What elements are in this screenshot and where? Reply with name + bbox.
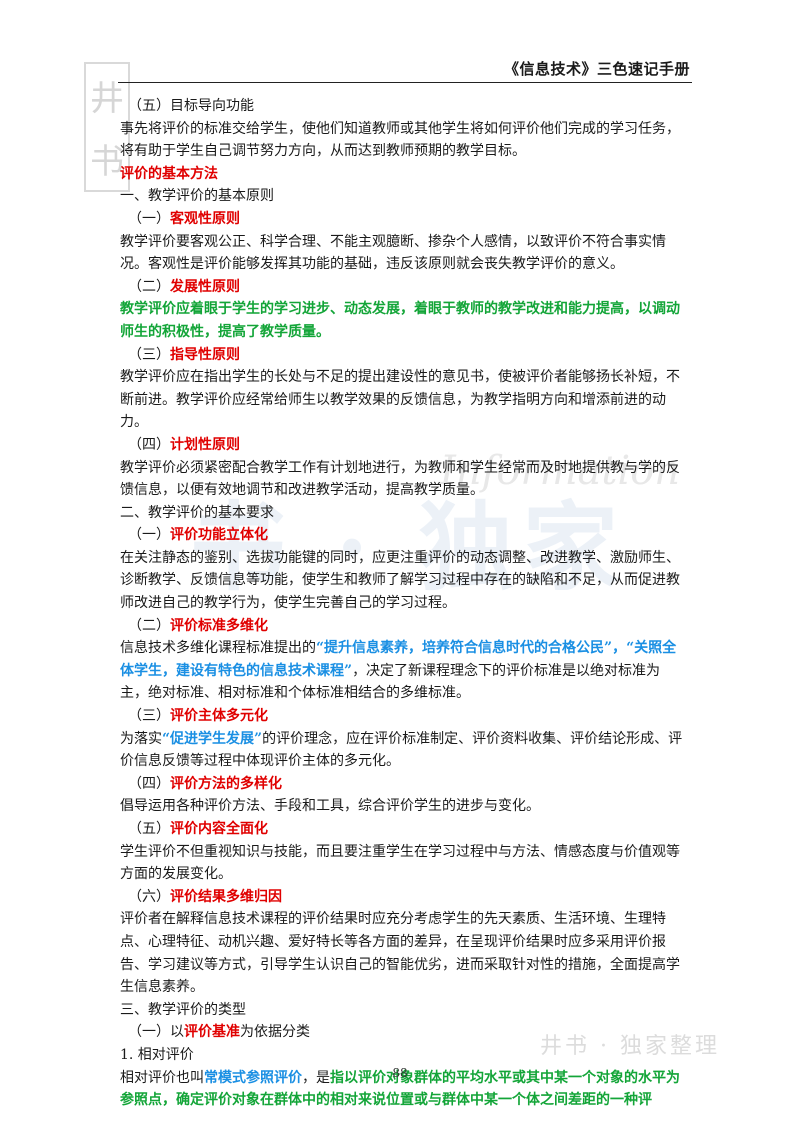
subsection-heading: （四）评价方法的多样化 [128, 775, 282, 792]
subsection-heading: （二）评价标准多维化 [128, 617, 268, 634]
watermark-footer: 井书 · 独家整理 [540, 1034, 720, 1059]
paragraph-highlight: 教学评价应着眼于学生的学习进步、动态发展，着眼于教师的教学改进和能力提高，以调动… [120, 301, 680, 340]
section-heading: 二、教学评价的基本要求 [120, 504, 274, 521]
paragraph: 在关注静态的鉴别、选拔功能键的同时，应更注重评价的动态调整、改进教学、激励师生、… [120, 549, 680, 612]
watermark-stamp: 井 书 [84, 62, 130, 192]
paragraph: 相对评价也叫常模式参照评价，是指以评价对象群体的平均水平或其中某一个对象的水平为… [120, 1069, 680, 1109]
subsection-heading: （三）评价主体多元化 [128, 708, 268, 725]
section-heading: 一、教学评价的基本原则 [120, 188, 274, 205]
stamp-char: 井 [90, 79, 124, 119]
page-number: 88 [392, 1066, 408, 1080]
paragraph: 教学评价应在指出学生的长处与不足的提出建设性的意见书，使被评价者能够扬长补短，不… [120, 369, 680, 431]
stamp-char: 书 [90, 142, 124, 182]
subsection-heading: （三）指导性原则 [128, 346, 240, 363]
paragraph: 教学评价要客观公正、科学合理、不能主观臆断、掺杂个人感情，以致评价不符合事实情况… [120, 233, 666, 273]
content-body: （五）目标导向功能 事先将评价的标准交给学生，使他们知道教师或其他学生将如何评价… [120, 95, 685, 1112]
item-heading: 1. 相对评价 [120, 1046, 194, 1063]
paragraph: 事先将评价的标准交给学生，使他们知道教师或其他学生将如何评价他们完成的学习任务，… [120, 120, 680, 160]
subsection-heading: （五）目标导向功能 [128, 98, 254, 114]
section-title: 评价的基本方法 [120, 165, 218, 182]
watermark-script: Information [440, 448, 681, 494]
paragraph: 学生评价不但重视知识与技能，而且要注重学生在学习过程中与方法、情感态度与价值观等… [120, 843, 680, 883]
subsection-heading: （六）评价结果多维归因 [128, 888, 282, 905]
subsection-heading: （五）评价内容全面化 [128, 821, 268, 837]
paragraph: 评价者在解释信息技术课程的评价结果时应充分考虑学生的先天素质、生活环境、生理特点… [120, 911, 680, 996]
paragraph: 信息技术多维化课程标准提出的“提升信息素养，培养符合信息时代的合格公民”，“关照… [120, 640, 677, 702]
header-rule [118, 82, 692, 83]
subsection-heading: （二）发展性原则 [128, 278, 240, 295]
subsection-heading: （一）评价功能立体化 [128, 527, 268, 544]
header-title: 《信息技术》三色速记手册 [503, 60, 690, 78]
subsection-heading: （四）计划性原则 [128, 436, 240, 453]
subsection-heading: （一）客观性原则 [128, 210, 240, 227]
paragraph: 为落实“促进学生发展”的评价理念，应在评价标准制定、评价资料收集、评价结论形成、… [120, 730, 683, 770]
paragraph: 倡导运用各种评价方法、手段和工具，综合评价学生的进步与变化。 [120, 798, 540, 815]
section-heading: 三、教学评价的类型 [120, 1001, 246, 1018]
subsection-heading: （一）以评价基准为依据分类 [128, 1024, 310, 1041]
paragraph: 教学评价必须紧密配合教学工作有计划地进行，为教师和学生经常而及时地提供教与学的反… [120, 459, 680, 499]
